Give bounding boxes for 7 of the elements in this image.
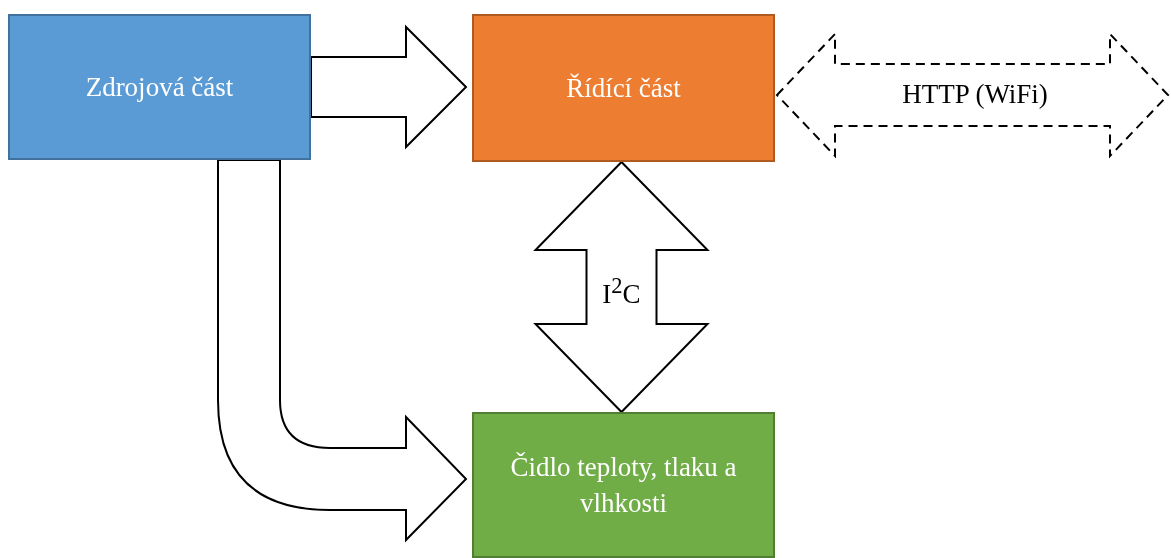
- edge-label: HTTP (WiFi): [902, 80, 1048, 110]
- block-arrow: [310, 24, 468, 150]
- process-box: Zdrojová část: [8, 14, 311, 160]
- process-box: Čidlo teploty, tlaku a vlhkosti: [472, 412, 775, 558]
- process-box: Řídící část: [472, 14, 775, 162]
- block-arrow: [533, 160, 710, 414]
- block-arrow: [217, 159, 467, 541]
